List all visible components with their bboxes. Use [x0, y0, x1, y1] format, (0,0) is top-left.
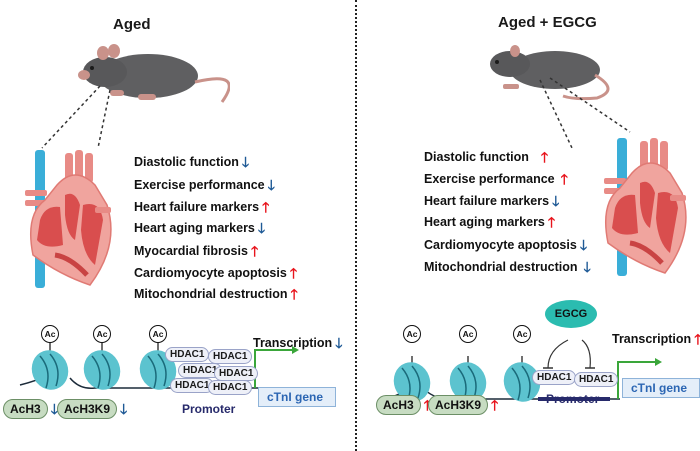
arrow-up-icon: 🡑: [547, 214, 556, 230]
effect-label: Exercise performance: [424, 172, 555, 186]
aged-mouse-icon: [78, 44, 230, 103]
right-zoom-lines: [539, 77, 631, 149]
effect-item: Cardiomyocyte apoptosis 🡑: [134, 262, 298, 283]
acetyl-icon: Ac: [403, 325, 421, 343]
left-chromatin-diagram: [19, 342, 299, 390]
histone-mark: AcH3K9 🡑: [428, 395, 498, 415]
arrow-down-icon: 🡓: [552, 192, 560, 209]
arrow-down-icon: 🡓: [257, 220, 266, 236]
histone-pill: AcH3: [3, 399, 48, 419]
effect-item: Exercise performance 🡓: [134, 173, 298, 196]
left-panel-title: Aged: [113, 16, 151, 33]
arrow-down-icon: 🡓: [267, 176, 275, 193]
effect-label: Diastolic function: [134, 154, 239, 169]
arrow-down-icon: 🡓: [579, 236, 588, 253]
effect-item: Cardiomyocyte apoptosis 🡓: [424, 233, 591, 256]
acetyl-icon: Ac: [93, 325, 111, 343]
right-effects-list: Diastolic function 🡑 Exercise performanc…: [424, 146, 591, 278]
effect-item: Diastolic function 🡓: [134, 150, 298, 173]
arrow-up-icon: 🡑: [424, 398, 431, 412]
egcg-mouse-icon: [490, 45, 610, 101]
arrow-up-icon: 🡑: [289, 264, 298, 281]
arrow-up-icon: 🡑: [290, 286, 298, 302]
effect-label: Cardiomyocyte apoptosis: [424, 237, 577, 252]
promoter-label: Promoter: [546, 392, 600, 406]
arrow-down-icon: 🡓: [583, 259, 591, 275]
effect-label: Exercise performance: [134, 177, 265, 192]
histone-pill: AcH3K9: [57, 399, 118, 419]
egcg-heart-icon: [604, 138, 687, 276]
effect-item: Diastolic function 🡑: [424, 146, 591, 168]
hdac1-label: HDAC1: [165, 347, 210, 362]
effect-label: Heart failure markers: [424, 193, 550, 208]
arrow-down-icon: 🡓: [50, 401, 58, 417]
transcription-label: Transcription 🡓: [253, 336, 342, 350]
arrow-down-icon: 🡓: [335, 335, 343, 351]
effect-label: Heart failure markers: [134, 199, 260, 214]
histone-mark: AcH3 🡑: [376, 395, 431, 415]
nucleosome-icon: [503, 362, 541, 402]
effect-item: Myocardial fibrosis 🡑: [134, 239, 298, 262]
ctni-gene-box: cTnI gene: [622, 378, 700, 398]
effect-label: Heart aging markers: [134, 221, 255, 235]
panel-divider: [355, 0, 357, 451]
arrow-up-icon: 🡑: [491, 397, 499, 413]
effect-item: Mitochondrial destruction 🡑: [134, 283, 298, 305]
right-panel-title: Aged + EGCG: [498, 14, 597, 31]
transcription-text: Transcription: [612, 332, 692, 346]
histone-mark: AcH3 🡓: [3, 399, 58, 419]
ctni-gene-box: cTnI gene: [258, 387, 336, 407]
effect-label: Cardiomyocyte apoptosis: [134, 265, 287, 280]
arrow-up-icon: 🡑: [250, 242, 259, 259]
hdac1-label: HDAC1: [208, 380, 253, 395]
arrow-down-icon: 🡓: [120, 401, 128, 417]
transcription-text: Transcription: [253, 336, 333, 350]
acetyl-icon: Ac: [149, 325, 167, 343]
transcription-label: Transcription 🡑: [612, 332, 700, 346]
effect-label: Mitochondrial destruction: [134, 287, 288, 301]
aged-heart-icon: [25, 150, 112, 288]
effect-label: Diastolic function: [424, 150, 529, 164]
nucleosome-icon: [83, 350, 121, 390]
hdac1-label: HDAC1: [532, 370, 577, 385]
transcription-arrow-icon: [617, 361, 655, 399]
left-zoom-lines: [41, 85, 111, 149]
effect-item: Heart failure markers 🡑: [134, 196, 298, 217]
effect-label: Heart aging markers: [424, 215, 545, 229]
hdac1-label: HDAC1: [208, 349, 253, 364]
transcription-arrow-icon: [254, 349, 292, 388]
egcg-badge: EGCG: [545, 300, 597, 328]
inhibition-line-icon: [581, 339, 591, 369]
effect-item: Exercise performance 🡑: [424, 168, 591, 190]
effect-label: Myocardial fibrosis: [134, 243, 248, 258]
acetyl-icon: Ac: [513, 325, 531, 343]
histone-pill: AcH3: [376, 395, 421, 415]
histone-mark: AcH3K9 🡓: [57, 399, 127, 419]
histone-pill: AcH3K9: [428, 395, 489, 415]
acetyl-icon: Ac: [41, 325, 59, 343]
arrow-up-icon: 🡑: [540, 149, 549, 165]
effect-item: Heart failure markers 🡓: [424, 190, 591, 211]
acetyl-icon: Ac: [459, 325, 477, 343]
promoter-label: Promoter: [182, 402, 236, 416]
arrow-down-icon: 🡓: [241, 153, 250, 170]
nucleosome-icon: [31, 350, 69, 390]
arrow-up-icon: 🡑: [560, 171, 568, 187]
right-chromatin-diagram: [389, 339, 662, 402]
effect-item: Heart aging markers 🡑: [424, 211, 591, 233]
nucleosome-icon: [393, 362, 431, 402]
arrow-up-icon: 🡑: [262, 198, 270, 215]
hdac1-label: HDAC1: [178, 363, 223, 378]
left-effects-list: Diastolic function 🡓 Exercise performanc…: [134, 150, 298, 305]
effect-label: Mitochondrial destruction: [424, 260, 578, 274]
arrow-up-icon: 🡑: [694, 331, 700, 347]
hdac1-label: HDAC1: [574, 372, 619, 387]
inhibition-line-icon: [547, 339, 569, 369]
effect-item: Mitochondrial destruction 🡓: [424, 256, 591, 278]
hdac1-label: HDAC1: [214, 366, 259, 381]
effect-item: Heart aging markers 🡓: [134, 217, 298, 239]
